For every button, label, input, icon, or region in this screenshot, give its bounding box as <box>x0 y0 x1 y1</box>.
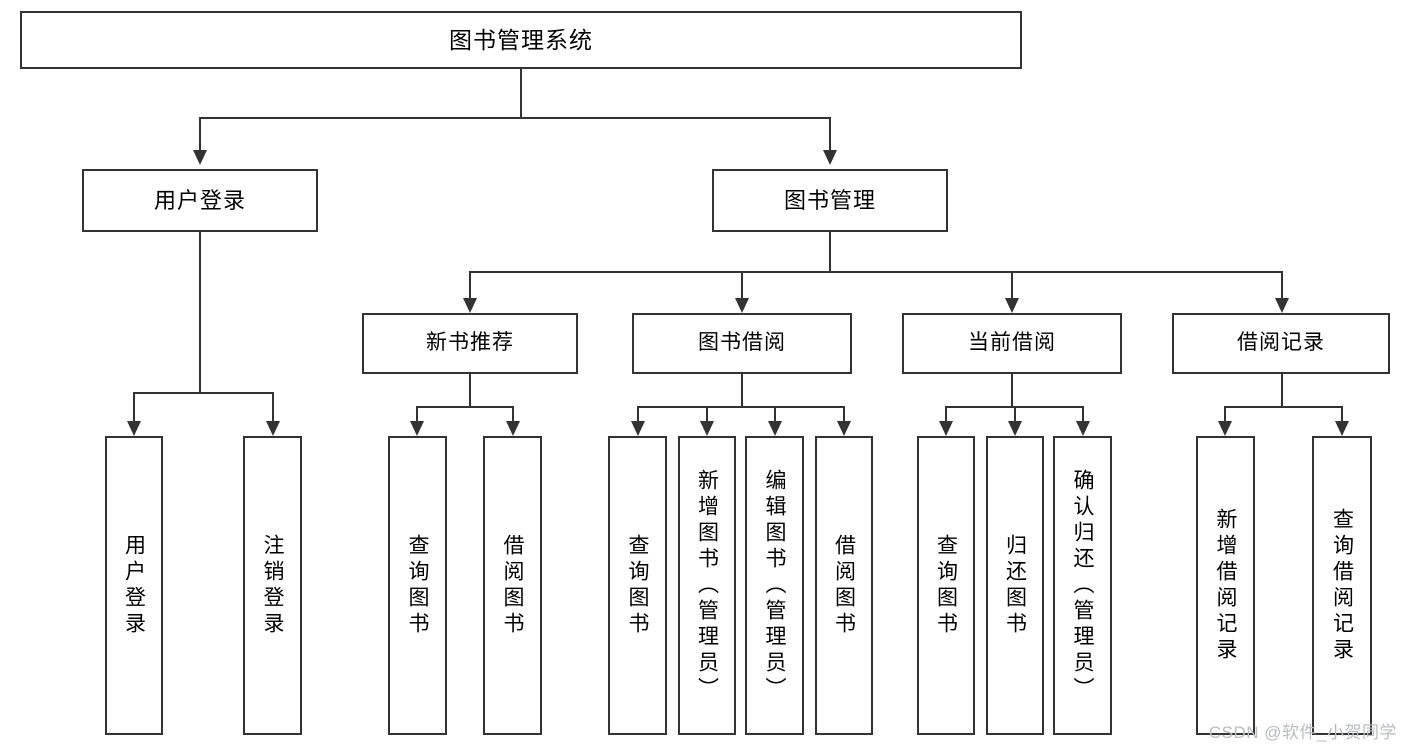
connector-user-login-bus <box>133 392 273 394</box>
node-label: 用户登录 <box>153 187 246 213</box>
arrowhead-bm-to-book-borrow <box>735 298 749 313</box>
node-label: 图书借阅 <box>698 331 786 355</box>
arrowhead-bb-to-edit-book <box>768 421 782 436</box>
arrowhead-bm-to-new-book <box>463 298 477 313</box>
node-label: 注销登录 <box>261 533 284 638</box>
arrowhead-br-to-query-record <box>1335 421 1349 436</box>
arrowhead-br-to-add-record <box>1218 421 1232 436</box>
arrowhead-root-to-user-login <box>193 150 207 165</box>
connector-root-to-book-manage <box>829 117 831 150</box>
connector-bb-to-borrow-book <box>843 406 845 421</box>
connector-cb-stem <box>1011 374 1013 407</box>
connector-cb-to-return-book <box>1014 406 1016 421</box>
arrowhead-cb-to-query-book <box>939 421 953 436</box>
node-user-login[interactable]: 用户登录 <box>82 169 318 232</box>
node-leaf-query-book-current[interactable]: 查询图书 <box>917 436 975 735</box>
arrowhead-cb-to-confirm-return <box>1076 421 1090 436</box>
node-leaf-borrow-book-recommend[interactable]: 借阅图书 <box>483 436 542 735</box>
node-label: 查询图书 <box>626 533 649 638</box>
connector-br-bus <box>1224 406 1342 408</box>
arrowhead-bm-to-current-borrow <box>1005 298 1019 313</box>
connector-bb-to-query-book <box>637 406 639 421</box>
node-root-book-management-system[interactable]: 图书管理系统 <box>20 11 1022 69</box>
node-label: 图书管理 <box>783 187 876 213</box>
node-leaf-logout-login[interactable]: 注销登录 <box>243 436 302 735</box>
connector-user-login-to-leaf1 <box>133 392 135 421</box>
node-book-manage[interactable]: 图书管理 <box>712 169 948 232</box>
connector-nbr-stem <box>469 374 471 407</box>
node-label: 编辑图书（管理员） <box>763 468 786 703</box>
connector-bb-bus <box>637 406 845 408</box>
node-label: 查询图书 <box>934 533 958 638</box>
arrowhead-bb-to-add-book <box>700 421 714 436</box>
connector-nbr-bus <box>416 406 513 408</box>
connector-root-to-user-login <box>199 117 201 150</box>
connector-bb-stem <box>741 374 743 407</box>
connector-user-login-stem <box>199 232 201 393</box>
arrowhead-cb-to-return-book <box>1008 421 1022 436</box>
connector-nbr-to-borrow-book <box>512 406 514 421</box>
node-label: 查询图书 <box>406 533 429 638</box>
node-leaf-borrow-book-borrow[interactable]: 借阅图书 <box>815 436 873 735</box>
node-label: 查询借阅记录 <box>1330 507 1354 664</box>
node-leaf-add-book-admin[interactable]: 新增图书（管理员） <box>678 436 736 735</box>
connector-bm-to-book-borrow <box>741 271 743 298</box>
node-borrow-record[interactable]: 借阅记录 <box>1172 313 1390 374</box>
arrowhead-bb-to-query-book <box>631 421 645 436</box>
node-leaf-edit-book-admin[interactable]: 编辑图书（管理员） <box>745 436 804 735</box>
node-new-book-recommend[interactable]: 新书推荐 <box>362 313 578 374</box>
node-label: 用户登录 <box>122 533 146 638</box>
connector-root-stem <box>520 69 522 118</box>
connector-br-stem <box>1281 374 1283 407</box>
arrowhead-nbr-to-borrow-book <box>506 421 520 436</box>
connector-bm-to-borrow-record <box>1281 271 1283 298</box>
node-label: 当前借阅 <box>968 331 1056 355</box>
node-leaf-add-borrow-record[interactable]: 新增借阅记录 <box>1196 436 1255 735</box>
node-leaf-return-book[interactable]: 归还图书 <box>986 436 1044 735</box>
node-label: 借阅图书 <box>832 533 856 638</box>
connector-root-bus <box>199 117 831 119</box>
node-leaf-user-login[interactable]: 用户登录 <box>105 436 163 735</box>
node-current-borrow[interactable]: 当前借阅 <box>902 313 1122 374</box>
arrowhead-user-login-to-leaf1 <box>127 421 141 436</box>
node-label: 确认归还（管理员） <box>1071 468 1094 703</box>
node-label: 借阅图书 <box>501 533 524 638</box>
connector-br-to-add-record <box>1224 406 1226 421</box>
arrowhead-user-login-to-leaf2 <box>266 421 280 436</box>
connector-cb-to-query-book <box>945 406 947 421</box>
connector-bm-to-new-book <box>469 271 471 298</box>
connector-br-to-query-record <box>1341 406 1343 421</box>
node-leaf-confirm-return-admin[interactable]: 确认归还（管理员） <box>1053 436 1112 735</box>
node-label: 归还图书 <box>1003 533 1027 638</box>
node-book-borrow[interactable]: 图书借阅 <box>632 313 852 374</box>
connector-nbr-to-query-book <box>416 406 418 421</box>
connector-book-manage-stem <box>829 232 831 272</box>
connector-bm-to-current-borrow <box>1011 271 1013 298</box>
connector-user-login-to-leaf2 <box>272 392 274 421</box>
node-leaf-query-borrow-record[interactable]: 查询借阅记录 <box>1312 436 1372 735</box>
arrowhead-nbr-to-query-book <box>410 421 424 436</box>
connector-cb-to-confirm-return <box>1082 406 1084 421</box>
arrowhead-bm-to-borrow-record <box>1275 298 1289 313</box>
node-label: 图书管理系统 <box>449 26 593 53</box>
node-label: 借阅记录 <box>1237 331 1325 355</box>
node-leaf-query-book-recommend[interactable]: 查询图书 <box>388 436 447 735</box>
connector-bb-to-add-book <box>706 406 708 421</box>
node-label: 新增图书（管理员） <box>695 468 719 703</box>
node-leaf-query-book-borrow[interactable]: 查询图书 <box>608 436 667 735</box>
node-label: 新书推荐 <box>426 331 514 355</box>
connector-book-manage-bus <box>469 271 1281 273</box>
arrowhead-root-to-book-manage <box>823 150 837 165</box>
connector-bb-to-edit-book <box>774 406 776 421</box>
arrowhead-bb-to-borrow-book <box>837 421 851 436</box>
node-label: 新增借阅记录 <box>1214 507 1237 664</box>
